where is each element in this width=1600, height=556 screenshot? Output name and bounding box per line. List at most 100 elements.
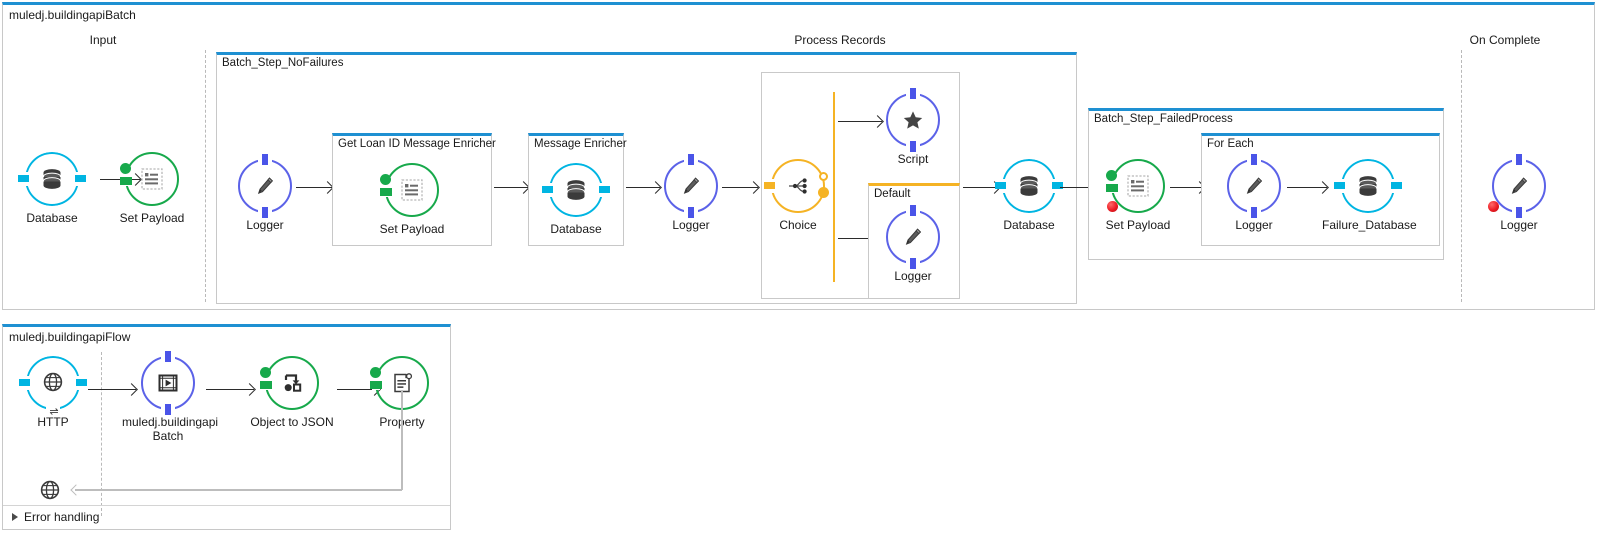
- node-choice[interactable]: Choice: [752, 159, 844, 232]
- connector-nub-top: [910, 88, 916, 99]
- batch-flow-title: muledj.buildingapiBatch: [9, 8, 136, 22]
- error-handling-label: Error handling: [24, 510, 100, 524]
- node-label: muledj.buildingapi Batch: [122, 415, 219, 443]
- property-doc-icon: [375, 356, 429, 410]
- star-icon: [886, 93, 940, 147]
- source-dot: [370, 367, 381, 378]
- source-square: [380, 188, 392, 196]
- connector-nub-bottom: [262, 207, 268, 218]
- choice-output-default: [818, 187, 829, 198]
- node-http-listener[interactable]: ⇌ HTTP: [7, 356, 99, 429]
- set-payload-icon: [385, 163, 439, 217]
- connector-nub-right: [1052, 182, 1063, 189]
- node-label: Object to JSON: [250, 415, 334, 429]
- connector-nub-right: [76, 379, 87, 386]
- node-flow-ref-batch[interactable]: muledj.buildingapi Batch: [122, 351, 219, 443]
- connector-nub-left: [1334, 182, 1345, 189]
- connector-nub-top: [688, 154, 694, 165]
- phase-separator-input: [205, 50, 206, 302]
- connector-nub-left: [995, 182, 1006, 189]
- choice-default-title: Default: [874, 188, 911, 200]
- node-default-logger[interactable]: Logger: [867, 205, 959, 283]
- phase-label-on-complete: On Complete: [1469, 33, 1541, 47]
- choice-branch-icon: [771, 159, 825, 213]
- connector-nub-bottom: [1516, 207, 1522, 218]
- connector-nub-bottom: [688, 207, 694, 218]
- phase-label-process-records: Process Records: [794, 33, 886, 47]
- arrow-bsnf-4: [722, 187, 758, 188]
- arrow-choice-branch-1: [838, 121, 882, 122]
- set-payload-icon: [1111, 159, 1165, 213]
- node-label: Logger: [1235, 218, 1273, 232]
- arrow-choice-branch-2: [838, 238, 882, 239]
- source-dot: [1106, 170, 1117, 181]
- node-failure-database[interactable]: Failure_Database: [1322, 159, 1417, 232]
- node-bsnf-database-out[interactable]: Database: [983, 159, 1075, 232]
- node-bsnf-logger-1[interactable]: Logger: [219, 154, 311, 232]
- main-flow-title: muledj.buildingapiFlow: [9, 330, 131, 344]
- arrow-main-2: [206, 389, 254, 390]
- pencil-icon: [1492, 159, 1546, 213]
- connector-nub-left: [19, 379, 30, 386]
- response-path-vertical: [401, 390, 403, 490]
- connector-nub-top: [910, 205, 916, 216]
- connector-nub-left: [764, 182, 775, 189]
- error-indicator-dot: [1107, 201, 1118, 212]
- chevron-right-icon[interactable]: [12, 513, 18, 521]
- choice-spine: [833, 92, 835, 282]
- node-enricher-set-payload[interactable]: Set Payload: [366, 163, 458, 236]
- node-label: Logger: [672, 218, 710, 232]
- node-label: Choice: [779, 218, 817, 232]
- source-square: [260, 381, 272, 389]
- error-handling-section[interactable]: Error handling: [12, 510, 99, 524]
- bidirectional-icon: ⇌: [49, 406, 59, 418]
- arrow-main-1: [88, 389, 136, 390]
- connector-nub-right: [1391, 182, 1402, 189]
- node-script[interactable]: Script: [867, 88, 959, 166]
- database-icon: [549, 163, 603, 217]
- node-label: Database: [1003, 218, 1055, 232]
- source-square: [1106, 184, 1118, 192]
- node-label: Set Payload: [1105, 218, 1171, 232]
- node-on-complete-logger[interactable]: Logger: [1473, 154, 1565, 232]
- source-dot: [260, 367, 271, 378]
- source-separator: [101, 352, 102, 516]
- node-foreach-logger[interactable]: Logger: [1208, 154, 1300, 232]
- node-failed-set-payload[interactable]: Set Payload: [1092, 159, 1184, 232]
- connector-nub-bottom: [165, 404, 171, 415]
- batch-step-nofailures-title: Batch_Step_NoFailures: [222, 57, 344, 69]
- connector-nub-right: [75, 175, 86, 182]
- globe-icon: [32, 472, 68, 508]
- pencil-icon: [664, 159, 718, 213]
- node-input-set-payload[interactable]: Set Payload: [106, 152, 198, 225]
- node-enricher-database[interactable]: Database: [530, 163, 622, 236]
- connector-nub-right: [599, 186, 610, 193]
- node-label: Script: [897, 152, 929, 166]
- node-input-database[interactable]: Database: [6, 152, 98, 225]
- arrow-bsnf-1: [296, 187, 332, 188]
- node-label: Set Payload: [119, 211, 185, 225]
- database-icon: [1002, 159, 1056, 213]
- for-each-title: For Each: [1207, 138, 1254, 150]
- error-indicator-dot: [1488, 201, 1499, 212]
- connector-nub-top: [1516, 154, 1522, 165]
- globe-icon: [26, 356, 80, 410]
- node-label: Database: [26, 211, 78, 225]
- arrow-bsnf-3: [626, 187, 660, 188]
- node-label: Set Payload: [379, 222, 445, 236]
- connector-nub-top: [165, 351, 171, 362]
- node-label: HTTP: [37, 415, 69, 429]
- node-bsnf-logger-2[interactable]: Logger: [645, 154, 737, 232]
- response-path-horizontal: [75, 489, 402, 491]
- connector-nub-bottom: [910, 141, 916, 152]
- node-http-response[interactable]: [32, 472, 68, 508]
- source-dot: [120, 163, 131, 174]
- arrow-failed-1: [1170, 187, 1204, 188]
- connector-nub-bottom: [1251, 207, 1257, 218]
- batch-step-failedprocess-title: Batch_Step_FailedProcess: [1094, 113, 1233, 125]
- connector-nub-left: [18, 175, 29, 182]
- node-object-to-json[interactable]: Object to JSON: [246, 356, 338, 429]
- database-icon: [25, 152, 79, 206]
- main-flow-panel[interactable]: muledj.buildingapiFlow: [2, 324, 451, 530]
